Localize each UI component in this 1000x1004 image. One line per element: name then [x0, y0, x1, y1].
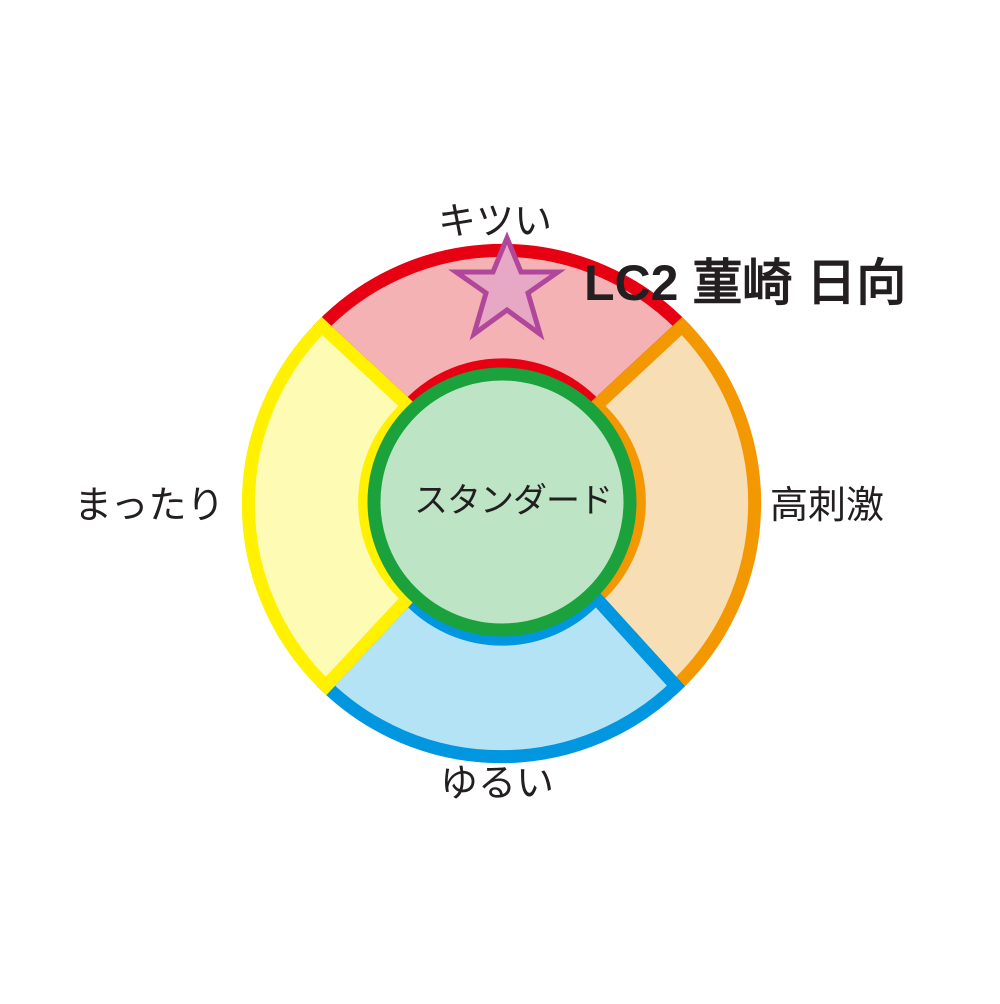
center-circle	[367, 367, 637, 637]
label-center: スタンダード	[414, 481, 613, 521]
segment-top	[312, 243, 692, 416]
segment-right	[586, 316, 762, 696]
marker-label: LC2 菫崎 日向	[584, 255, 907, 311]
label-left: まったり	[74, 483, 225, 527]
segment-left	[241, 316, 418, 696]
segment-bottom	[316, 588, 686, 764]
star-icon	[448, 231, 566, 341]
label-top: キツい	[438, 199, 553, 243]
label-right: 高刺激	[770, 483, 885, 527]
label-bottom: ゆるい	[440, 761, 555, 805]
